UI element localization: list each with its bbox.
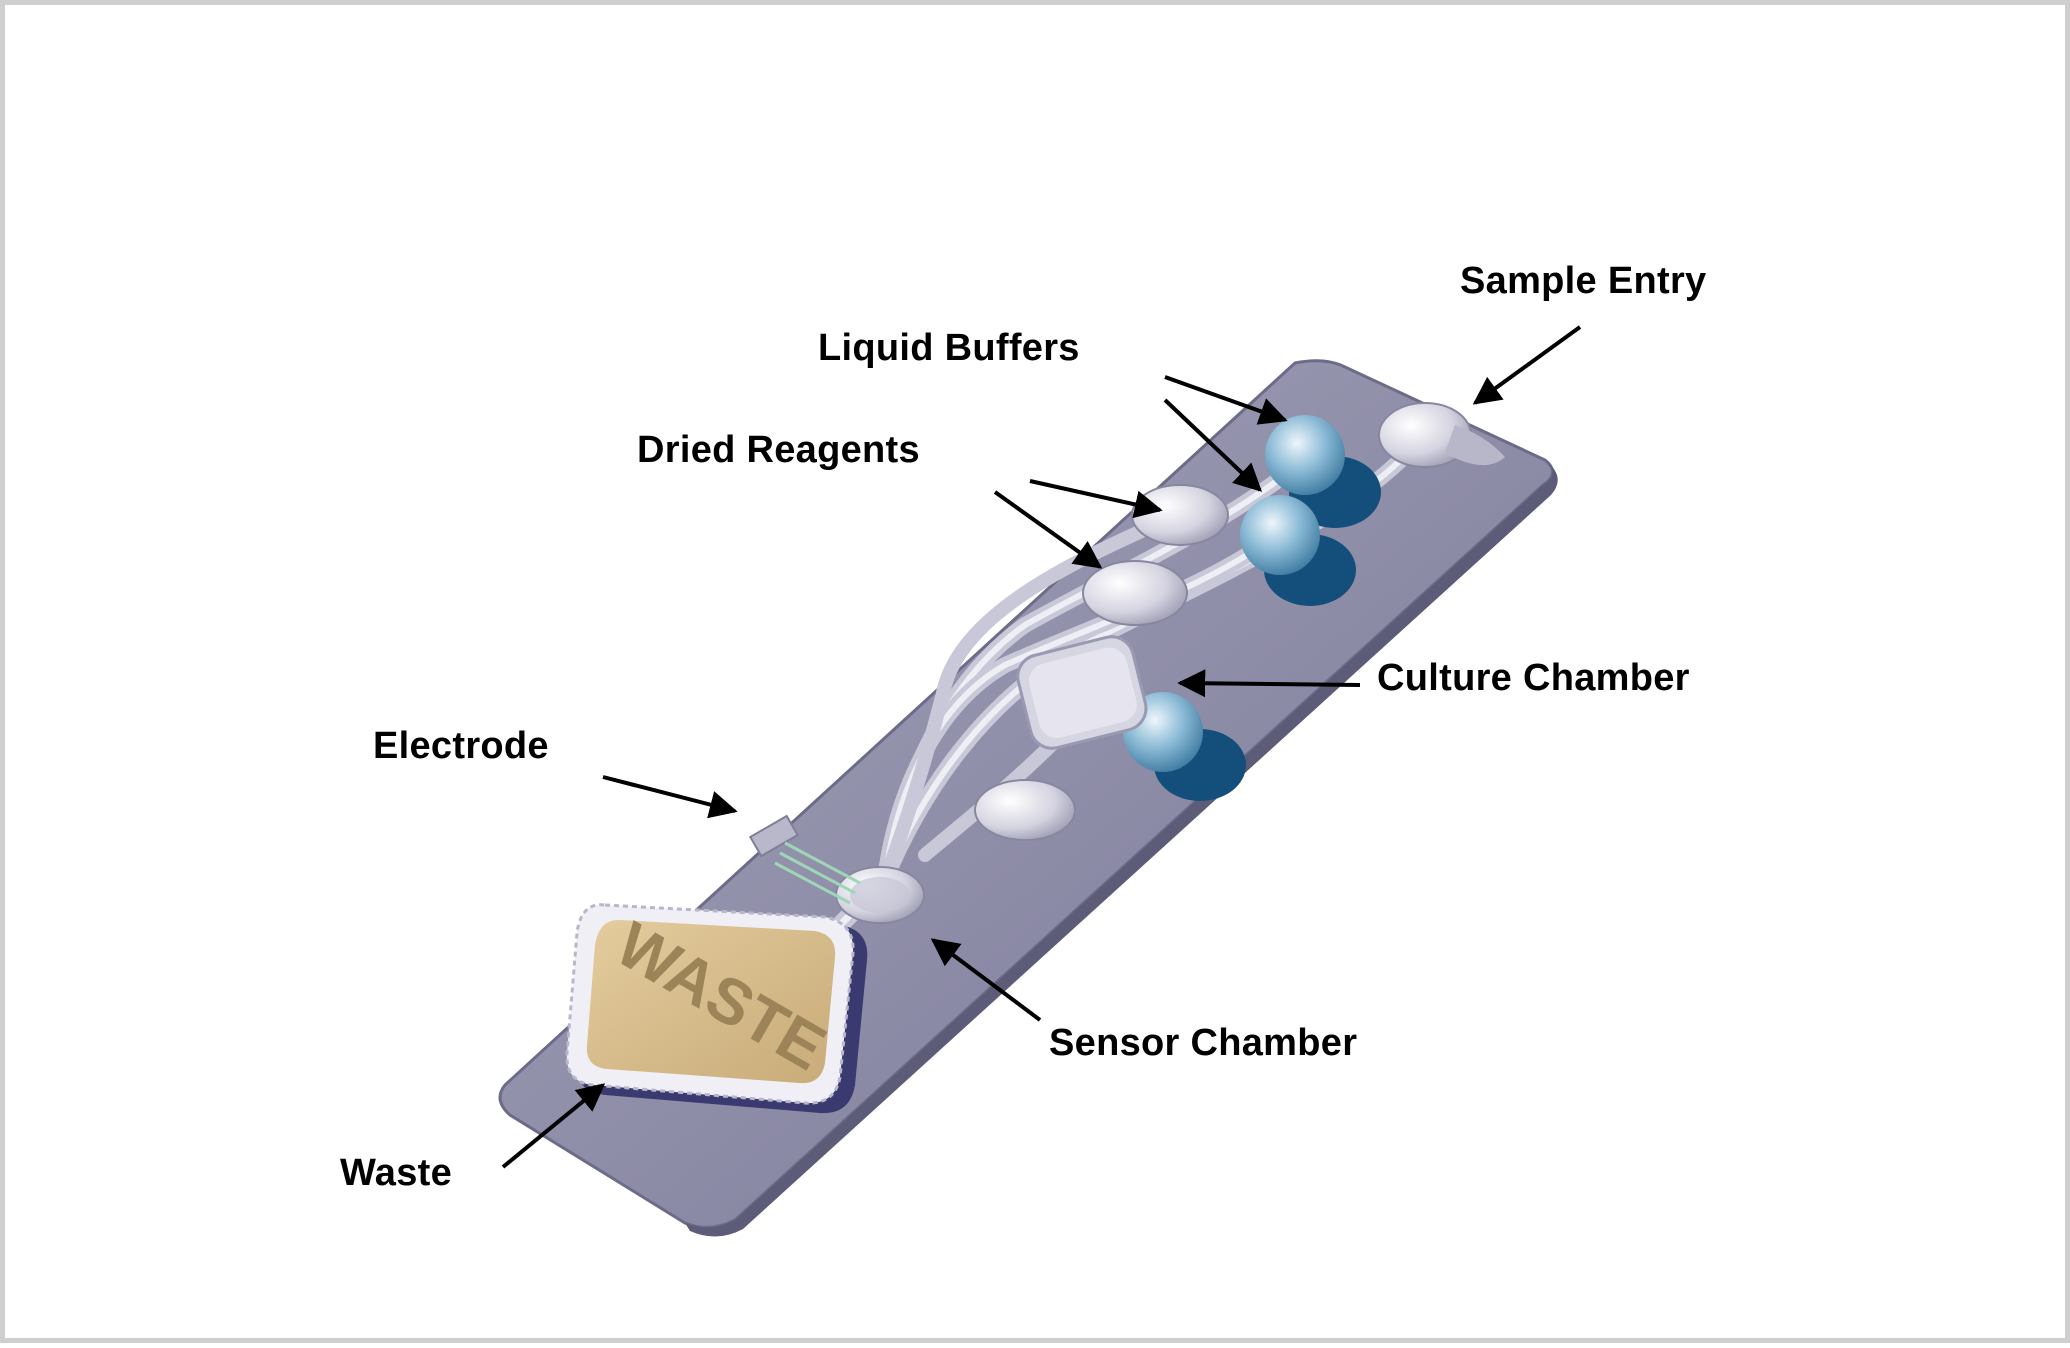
arrow-sensor-chamber — [930, 938, 1042, 1022]
sensor-chamber — [835, 866, 925, 924]
waste-pad: WASTE — [565, 903, 868, 1114]
label-dried-reagents: Dried Reagents — [637, 429, 920, 471]
electrode — [748, 814, 861, 905]
culture-chamber — [1016, 635, 1148, 750]
arrow-dried-reagents-2 — [993, 490, 1103, 569]
label-electrode: Electrode — [373, 725, 549, 767]
sample-entry-bulb — [1378, 402, 1505, 468]
arrow-culture-chamber — [1177, 669, 1361, 698]
annotation-arrows — [501, 325, 1582, 1169]
arrow-liquid-buffers-2 — [1163, 398, 1263, 492]
label-waste: Waste — [340, 1152, 453, 1194]
arrow-electrode — [602, 775, 738, 819]
label-sensor-chamber: Sensor Chamber — [1049, 1022, 1358, 1064]
label-liquid-buffers: Liquid Buffers — [818, 327, 1080, 369]
liquid-buffer-middle — [1240, 495, 1356, 606]
microfluidic-cartridge-diagram: WASTE — [498, 325, 1582, 1237]
arrow-sample-entry — [1472, 325, 1582, 405]
arrow-waste — [501, 1083, 606, 1169]
liquid-buffer-top — [1265, 415, 1381, 528]
label-culture-chamber: Culture Chamber — [1377, 657, 1690, 699]
arrow-liquid-buffers-1 — [1164, 375, 1288, 425]
arrow-dried-reagents-1 — [1029, 479, 1163, 519]
label-sample-entry: Sample Entry — [1460, 260, 1707, 302]
